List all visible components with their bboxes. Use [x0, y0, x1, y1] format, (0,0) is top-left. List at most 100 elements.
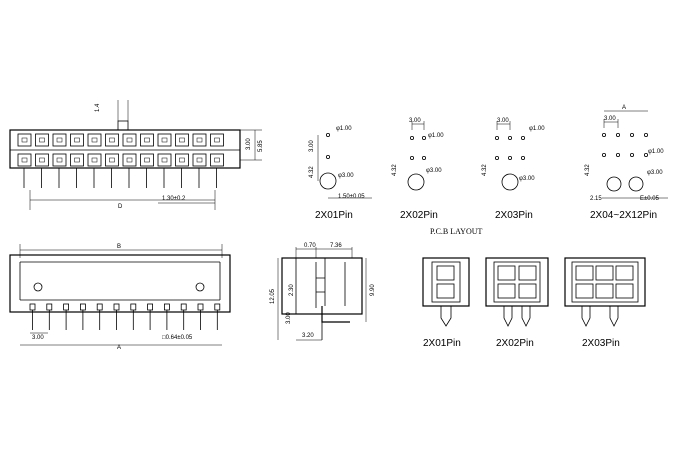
connector-faces: 2X01Pin 2X02Pin 2X03Pin [422, 257, 646, 349]
top-cavity [70, 133, 84, 147]
top-cavity [157, 133, 172, 147]
top-cavity-pin [196, 157, 203, 163]
dim-top-1-4: 1.4 [95, 103, 101, 112]
front-pin-head [214, 303, 221, 311]
top-cavity-pin [39, 157, 45, 163]
pcb-2x03-post: φ3.00 [519, 176, 535, 182]
top-cavity [192, 153, 207, 167]
top-cavity-pin [56, 157, 63, 163]
front-pin-head [80, 303, 86, 311]
top-cavity [140, 133, 154, 147]
top-cavity-pin [21, 157, 28, 163]
pcb-2x03-dh: 3.00 [497, 118, 509, 124]
pcb-2x04-2x12: A 3.00 4.32 φ1.00 φ3.00 2.15 E±0.05 2X04… [585, 105, 668, 221]
pcb-2x01-dv: 3.00 [309, 140, 315, 152]
top-cavity-pin [144, 137, 150, 143]
top-cavity [105, 133, 119, 147]
pcb-2x04-dv: 4.32 [585, 164, 591, 176]
pcb-2x02-dv: 4.32 [392, 164, 398, 176]
top-cavity-pin [109, 157, 115, 163]
pcb-2x03-dv: 4.32 [482, 164, 488, 176]
top-cavity [35, 153, 49, 167]
top-view-pins [23, 168, 217, 188]
top-cavity-pin [214, 137, 220, 143]
front-pin-head [197, 303, 204, 311]
pcb-2x03-hole: φ1.00 [529, 126, 545, 132]
pcb-2x01: 3.00 4.32 φ1.00 φ3.00 1.50±0.05 2X01Pin [309, 126, 372, 221]
top-cavity-pin [126, 157, 133, 163]
top-cavity [105, 153, 119, 167]
pcb-2x01-off: 1.50±0.05 [338, 194, 365, 200]
dim-0-70: 0.70 [304, 243, 316, 249]
front-pin-head [46, 303, 53, 311]
top-cavity [87, 133, 102, 147]
dim-3-20: 3.20 [302, 333, 314, 339]
face-2x02: 2X02Pin [485, 257, 549, 349]
front-view: B 3.00 A □0.64±0.05 [9, 244, 231, 351]
face-2x03-caption: 2X03Pin [582, 338, 620, 349]
top-cavity-pin [179, 157, 185, 163]
top-cavity [192, 133, 207, 147]
face-2x03: 2X03Pin [564, 257, 646, 349]
front-pin-head [96, 303, 103, 311]
pcb-2x01-caption: 2X01Pin [315, 210, 353, 221]
top-cavity [52, 153, 67, 167]
top-cavity [17, 153, 32, 167]
pcb-2x01-dh: 4.32 [309, 166, 315, 178]
top-cavity [210, 153, 224, 167]
pcb-2x04-caption: 2X04~2X12Pin [590, 210, 657, 221]
dim-3-00-side: 3.00 [286, 312, 292, 324]
pcb-2x04-hole: φ1.00 [648, 149, 664, 155]
top-cavity [210, 133, 224, 147]
face-2x01: 2X01Pin [422, 257, 470, 349]
top-cavity [122, 133, 137, 147]
top-cavity-pin [214, 157, 220, 163]
pcb-2x01-post: φ3.00 [338, 173, 354, 179]
top-cavity [175, 133, 189, 147]
dim-2-30: 2.30 [289, 284, 295, 296]
pcb-2x02-dh: 3.00 [409, 118, 421, 124]
dim-pitch-tol: 1.30±0.2 [162, 196, 186, 202]
dim-side-5-85: 5.85 [258, 140, 264, 152]
top-cavity [87, 153, 102, 167]
front-pin-head [180, 303, 187, 311]
dim-b: B [117, 244, 121, 250]
face-2x02-caption: 2X02Pin [496, 338, 534, 349]
pcb-2x02: 3.00 4.32 φ1.00 φ3.00 2X02Pin [392, 118, 444, 221]
dim-d: D [118, 204, 123, 210]
top-cavity-pin [39, 137, 45, 143]
top-cavity-pin [91, 137, 98, 143]
top-cavity-pin [74, 137, 80, 143]
top-cavity-pin [109, 137, 115, 143]
top-cavity-pin [21, 137, 28, 143]
pcb-2x04-dh: 3.00 [604, 116, 616, 122]
top-cavity [140, 153, 154, 167]
dim-12-05: 12.05 [270, 288, 276, 304]
front-pin-head [63, 303, 69, 311]
top-cavity [175, 153, 189, 167]
front-pin-head [163, 303, 170, 311]
top-cavity-pin [144, 157, 150, 163]
pcb-2x04-a: A [622, 105, 626, 111]
pcb-2x04-post: φ3.00 [647, 170, 663, 176]
face-2x01-caption: 2X01Pin [423, 338, 461, 349]
top-cavity [70, 153, 84, 167]
dim-7-36: 7.36 [330, 243, 342, 249]
top-cavity [35, 133, 49, 147]
pcb-2x02-caption: 2X02Pin [400, 210, 438, 221]
front-view-pins [29, 303, 221, 330]
front-pin-head [113, 303, 120, 311]
front-pin-head [130, 303, 137, 311]
top-cavity [17, 133, 32, 147]
pcb-2x02-hole: φ1.00 [428, 133, 444, 139]
pcb-2x04-db: 2.15 [590, 196, 602, 202]
top-cavity-pin [196, 137, 203, 143]
dim-pin-size: □0.64±0.05 [162, 335, 193, 341]
pcb-2x03-caption: 2X03Pin [495, 210, 533, 221]
top-view: 1.4 5.85 3.00 D 1.30±0.2 [9, 100, 264, 210]
front-pin-head [147, 303, 154, 311]
side-view: 0.70 7.36 2.30 12.05 9.90 3.00 3.20 [270, 243, 376, 341]
top-cavity-pin [179, 137, 185, 143]
top-cavity [122, 153, 137, 167]
